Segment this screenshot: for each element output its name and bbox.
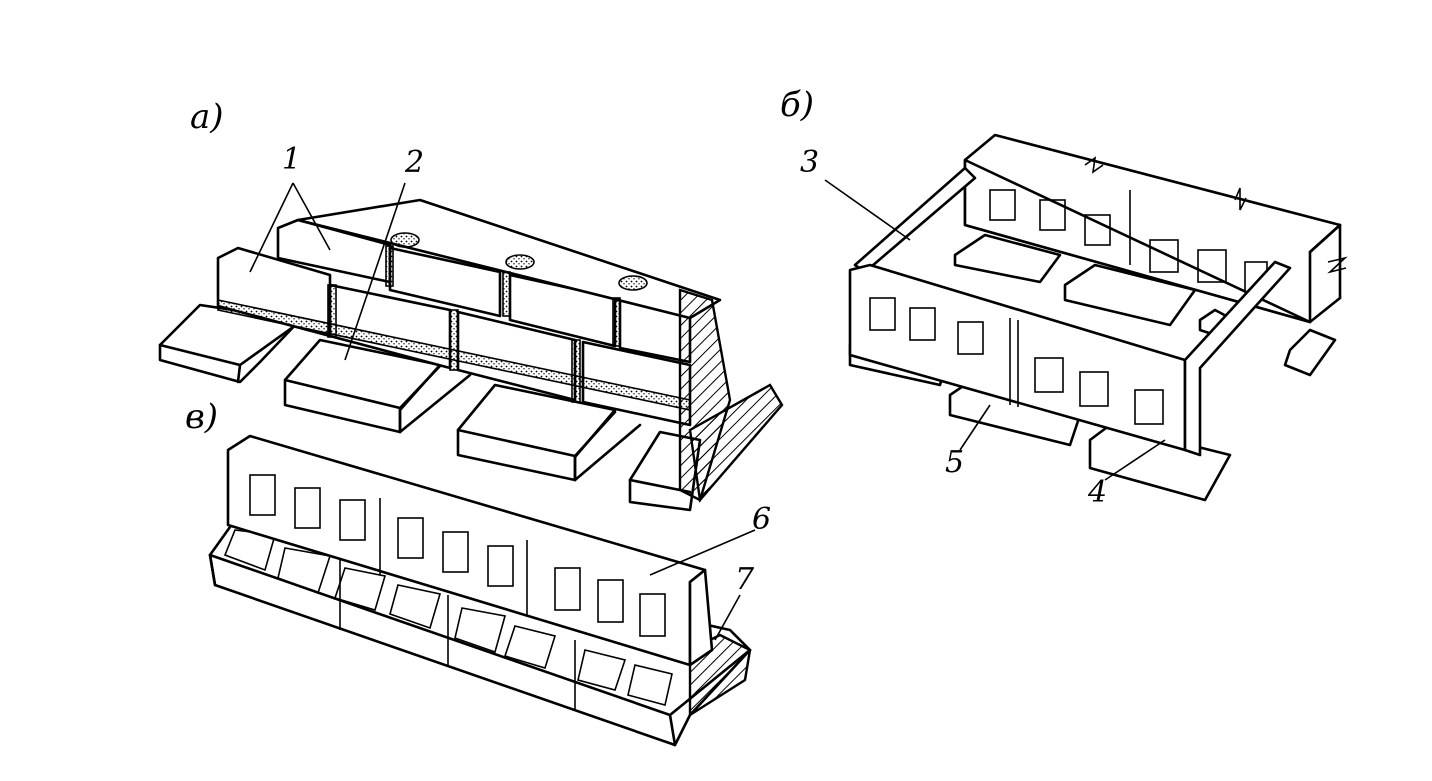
panel-a-leaders [249,182,406,361]
panel-b-box-foundation [824,133,1348,502]
callout-5: 5 [945,445,965,480]
callout-6: 6 [752,502,772,537]
foundation-pads [158,303,702,512]
panel-label-a: а) [190,97,224,137]
callout-2: 2 [405,145,425,180]
callout-7: 7 [735,562,755,597]
panel-label-b: б) [780,85,815,125]
callout-4: 4 [1088,475,1108,510]
panel-a-strip-foundation [158,182,784,512]
callout-1: 1 [282,142,302,177]
callout-3: 3 [800,145,820,180]
panel-label-v: в) [185,397,219,437]
panel-c-panel-foundation [208,434,756,747]
wall-blocks [216,198,732,502]
